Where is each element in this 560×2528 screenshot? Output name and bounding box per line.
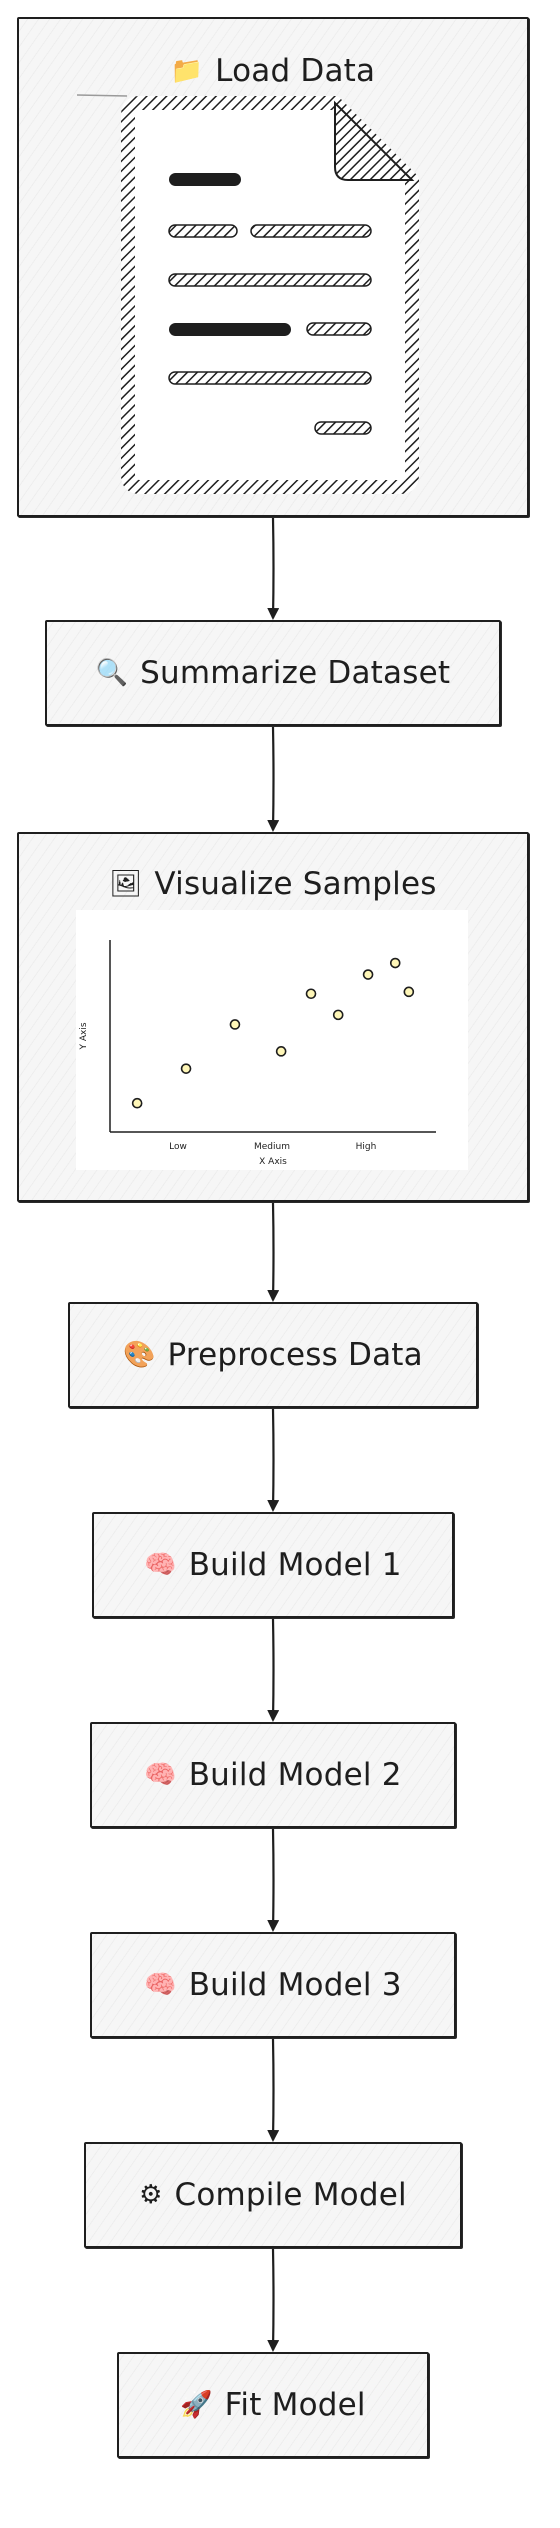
- node-load-data-title: 📁 Load Data: [19, 53, 527, 89]
- connector-arrow: [267, 517, 280, 620]
- node-compile-label: Compile Model: [174, 2177, 407, 2213]
- node-build1-title: 🧠 Build Model 1: [94, 1514, 452, 1616]
- picture-icon: 🖼: [109, 869, 143, 899]
- scatter-point: [131, 1097, 143, 1109]
- node-load-data[interactable]: 📁 Load Data: [17, 17, 529, 517]
- brain-icon: 🧠: [144, 1970, 177, 2000]
- node-summarize-label: Summarize Dataset: [140, 655, 451, 691]
- x-tick-label: Medium: [254, 1142, 290, 1152]
- node-compile-model[interactable]: ⚙ Compile Model: [84, 2142, 462, 2248]
- brain-icon: 🧠: [144, 1550, 177, 1580]
- connector-arrow: [267, 1408, 280, 1512]
- node-preprocess-data[interactable]: 🎨 Preprocess Data: [68, 1302, 478, 1408]
- scatter-point: [362, 969, 374, 980]
- connector-arrow: [267, 1828, 280, 1932]
- node-build2-title: 🧠 Build Model 2: [92, 1724, 454, 1826]
- node-build-model-3[interactable]: 🧠 Build Model 3: [90, 1932, 456, 2038]
- scatter-point: [180, 1063, 192, 1074]
- x-tick-label: Low: [169, 1142, 187, 1152]
- connector-arrow: [267, 1618, 280, 1722]
- scatter-point: [389, 957, 401, 969]
- gear-icon: ⚙: [139, 2180, 163, 2210]
- node-build3-label: Build Model 3: [188, 1967, 402, 2003]
- node-visualize-label: Visualize Samples: [154, 866, 437, 902]
- node-summarize-title: 🔍 Summarize Dataset: [47, 622, 499, 724]
- node-build1-label: Build Model 1: [188, 1547, 402, 1583]
- scatter-plot: Y Axis X Axis Low Medium High: [79, 940, 436, 1167]
- node-visualize-title: 🖼 Visualize Samples: [19, 866, 527, 902]
- node-build3-title: 🧠 Build Model 3: [92, 1934, 454, 2036]
- node-compile-title: ⚙ Compile Model: [86, 2144, 460, 2246]
- node-build2-label: Build Model 2: [188, 1757, 402, 1793]
- node-fit-model[interactable]: 🚀 Fit Model: [117, 2352, 429, 2458]
- brain-icon: 🧠: [144, 1760, 177, 1790]
- node-summarize-dataset[interactable]: 🔍 Summarize Dataset: [45, 620, 501, 726]
- x-axis-label: X Axis: [259, 1157, 287, 1167]
- scatter-point: [229, 1019, 241, 1030]
- folder-icon: 📁: [170, 56, 204, 86]
- node-build-model-2[interactable]: 🧠 Build Model 2: [90, 1722, 456, 1828]
- y-axis-label: Y Axis: [79, 1022, 89, 1050]
- connector-arrow: [267, 2248, 280, 2352]
- magnifier-icon: 🔍: [95, 658, 129, 688]
- scatter-point: [305, 988, 317, 1000]
- palette-icon: 🎨: [123, 1340, 156, 1370]
- node-load-data-label: Load Data: [215, 53, 376, 89]
- node-preprocess-label: Preprocess Data: [167, 1337, 423, 1373]
- connector-arrow: [267, 2038, 280, 2142]
- scatter-plot-card: Y Axis X Axis Low Medium High: [76, 910, 468, 1170]
- document-icon: [76, 93, 419, 494]
- x-tick-label: High: [356, 1142, 377, 1152]
- rocket-icon: 🚀: [180, 2390, 213, 2420]
- scatter-point: [275, 1046, 287, 1057]
- connector-arrow: [267, 726, 280, 832]
- node-visualize-samples[interactable]: 🖼 Visualize Samples Y Axis X Axis Low Med…: [17, 832, 529, 1202]
- scatter-point: [403, 986, 415, 998]
- node-build-model-1[interactable]: 🧠 Build Model 1: [92, 1512, 454, 1618]
- scatter-point: [332, 1009, 344, 1021]
- connector-arrow: [267, 1202, 280, 1302]
- node-fit-label: Fit Model: [224, 2387, 366, 2423]
- node-preprocess-title: 🎨 Preprocess Data: [70, 1304, 476, 1406]
- node-fit-title: 🚀 Fit Model: [119, 2354, 427, 2456]
